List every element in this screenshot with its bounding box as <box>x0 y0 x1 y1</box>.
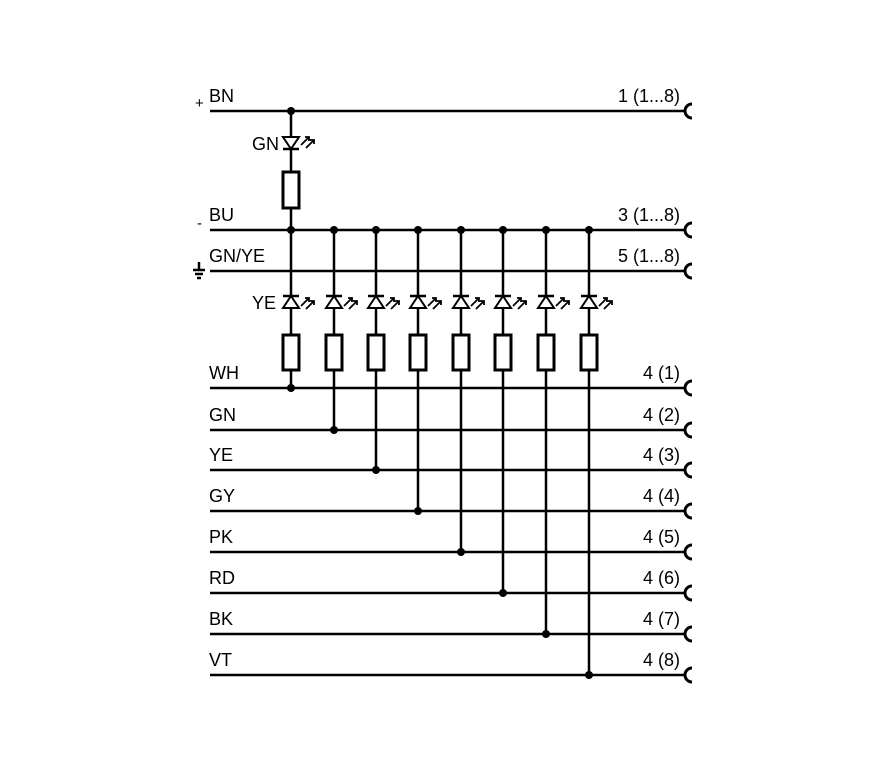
led-icon <box>366 294 386 309</box>
resistor <box>493 333 513 372</box>
connector-socket-icon <box>683 221 693 239</box>
junction-dot <box>287 384 295 392</box>
resistor <box>281 170 301 210</box>
channel-led-label: YE <box>251 293 276 313</box>
wire-label-pk: PK <box>209 527 234 547</box>
resistor <box>281 333 301 372</box>
light-emission-icon <box>427 297 442 310</box>
pin-label-4-4: 4 (4) <box>642 486 680 506</box>
resistor <box>408 333 428 372</box>
connector-socket-icon <box>683 421 693 439</box>
wire-label-wh: WH <box>209 363 239 383</box>
power-led-label: GN <box>252 134 279 154</box>
connector-socket-icon <box>683 379 693 397</box>
wire-label-ye: YE <box>209 445 234 465</box>
connector-socket-icon <box>683 543 693 561</box>
connector-socket-icon <box>683 584 693 602</box>
wire-label-bu: BU <box>209 205 235 225</box>
led-icon <box>324 294 344 309</box>
light-emission-icon <box>343 297 358 310</box>
wire-label-vt: VT <box>209 650 233 670</box>
junction-dot <box>542 226 550 234</box>
junction-dot <box>287 226 295 234</box>
led-icon <box>493 294 513 309</box>
resistor <box>579 333 599 372</box>
plus-sign: + <box>195 95 204 112</box>
resistor <box>324 333 344 372</box>
minus-sign: - <box>197 215 202 232</box>
resistor <box>366 333 386 372</box>
junction-dot <box>372 226 380 234</box>
junction-dot <box>542 630 550 638</box>
pin-label-4-2: 4 (2) <box>642 405 680 425</box>
light-emission-icon <box>470 297 485 310</box>
light-emission-icon <box>385 297 400 310</box>
pin-label-4-1: 4 (1) <box>642 363 680 383</box>
junction-dot <box>457 548 465 556</box>
connector-socket-icon <box>683 625 693 643</box>
light-emission-icon <box>598 297 613 310</box>
junction-dot <box>414 226 422 234</box>
connector-socket-icon <box>683 461 693 479</box>
resistor <box>536 333 556 372</box>
connector-socket-icon <box>683 666 693 684</box>
light-emission-icon <box>300 297 315 310</box>
resistor <box>451 333 471 372</box>
junction-dot <box>330 426 338 434</box>
pin-label-3: 3 (1...8) <box>617 205 680 225</box>
connector-socket-icon <box>683 502 693 520</box>
light-emission-icon <box>300 136 315 149</box>
pin-label-4-8: 4 (8) <box>642 650 680 670</box>
wire-label-bn: BN <box>209 86 235 106</box>
junction-dot <box>585 671 593 679</box>
pin-label-4-7: 4 (7) <box>642 609 680 629</box>
led-icon <box>408 294 428 309</box>
junction-dot <box>457 226 465 234</box>
pin-label-4-5: 4 (5) <box>642 527 680 547</box>
light-emission-icon <box>512 297 527 310</box>
led-icon <box>281 294 301 309</box>
led-icon <box>579 294 599 309</box>
light-emission-icon <box>555 297 570 310</box>
pin-label-1: 1 (1...8) <box>617 86 680 106</box>
led-icon <box>281 136 301 151</box>
junction-dot <box>414 507 422 515</box>
wire-label-gnye: GN/YE <box>209 246 266 266</box>
pin-label-5: 5 (1...8) <box>617 246 680 266</box>
junction-dot <box>585 226 593 234</box>
pin-label-4-6: 4 (6) <box>642 568 680 588</box>
wire-label-gn: GN <box>209 405 236 425</box>
connector-socket-icon <box>683 102 693 120</box>
wire-label-gy: GY <box>209 486 236 506</box>
led-icon <box>536 294 556 309</box>
pin-label-4-3: 4 (3) <box>642 445 680 465</box>
junction-dot <box>287 107 295 115</box>
led-icon <box>451 294 471 309</box>
connector-socket-icon <box>683 262 693 280</box>
wire-label-rd: RD <box>209 568 235 588</box>
junction-dot <box>330 226 338 234</box>
junction-dot <box>499 589 507 597</box>
wire-label-bk: BK <box>209 609 234 629</box>
junction-dot <box>499 226 507 234</box>
junction-dot <box>372 466 380 474</box>
